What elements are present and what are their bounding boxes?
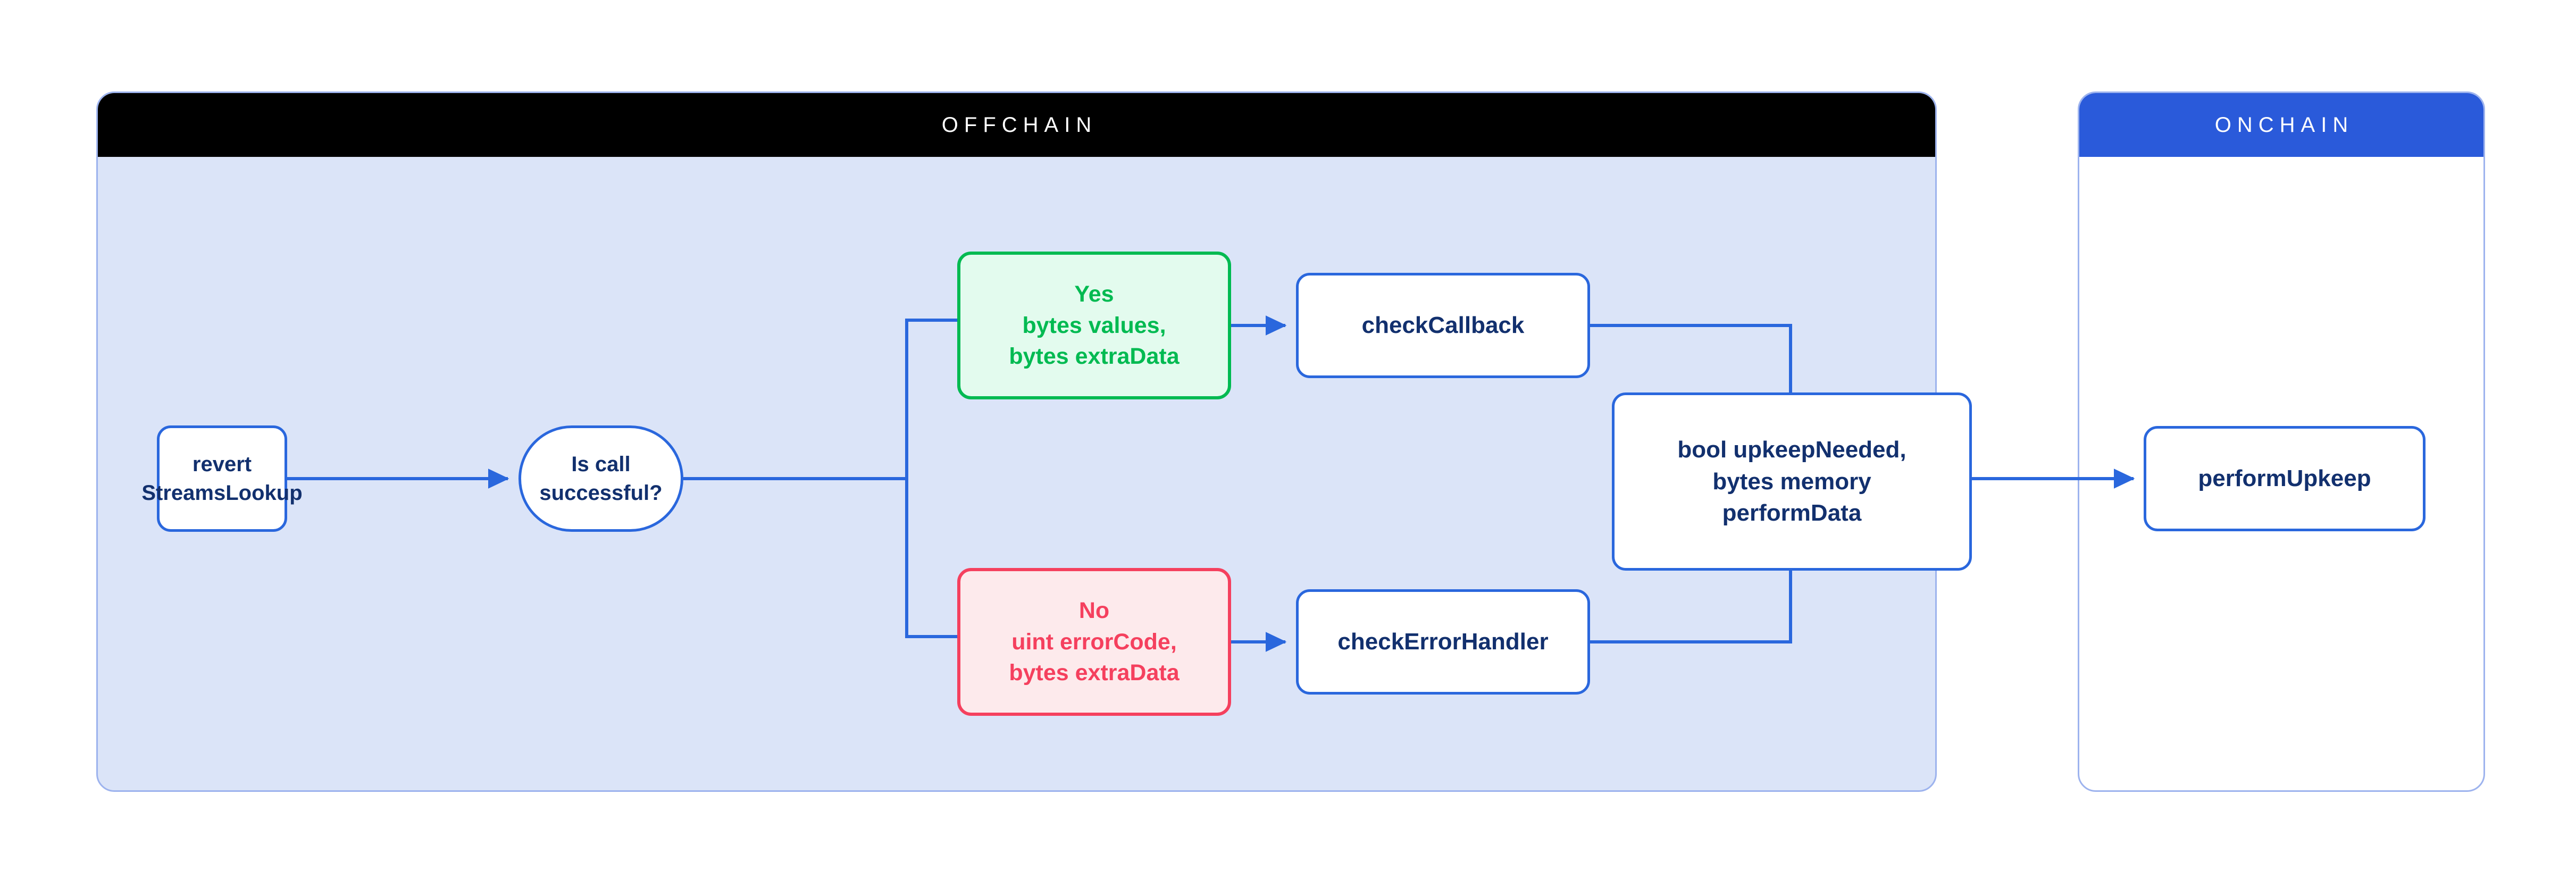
node-upkeep-needed-perform-data[interactable]: bool upkeepNeeded, bytes memory performD… [1612,392,1972,571]
offchain-panel-title: OFFCHAIN [98,93,1935,157]
node-yes-branch[interactable]: Yes bytes values, bytes extraData [957,252,1231,399]
node-is-call-successful[interactable]: Is call successful? [518,425,683,532]
onchain-panel-title: ONCHAIN [2079,93,2483,157]
node-check-callback[interactable]: checkCallback [1296,273,1590,378]
node-check-error-handler[interactable]: checkErrorHandler [1296,589,1590,695]
node-perform-upkeep[interactable]: performUpkeep [2144,426,2426,531]
node-no-branch[interactable]: No uint errorCode, bytes extraData [957,568,1231,716]
node-revert-streams-lookup[interactable]: revert StreamsLookup [141,425,303,532]
